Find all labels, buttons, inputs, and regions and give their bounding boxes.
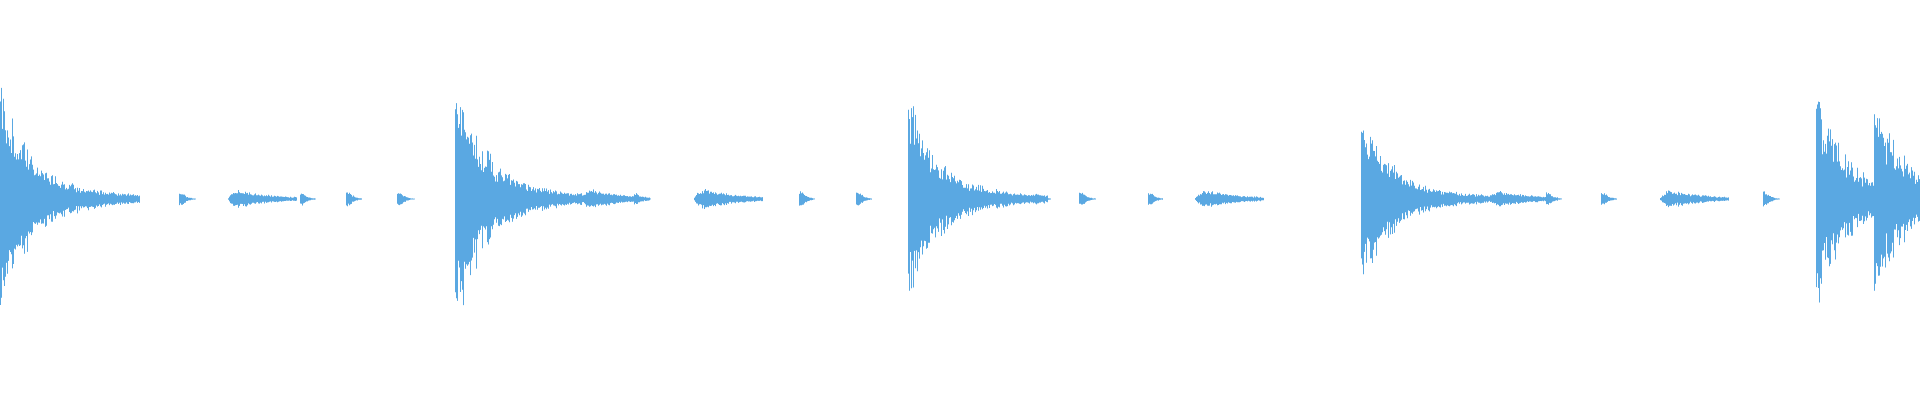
waveform-view [0, 87, 1920, 306]
audio-waveform [0, 87, 1920, 306]
